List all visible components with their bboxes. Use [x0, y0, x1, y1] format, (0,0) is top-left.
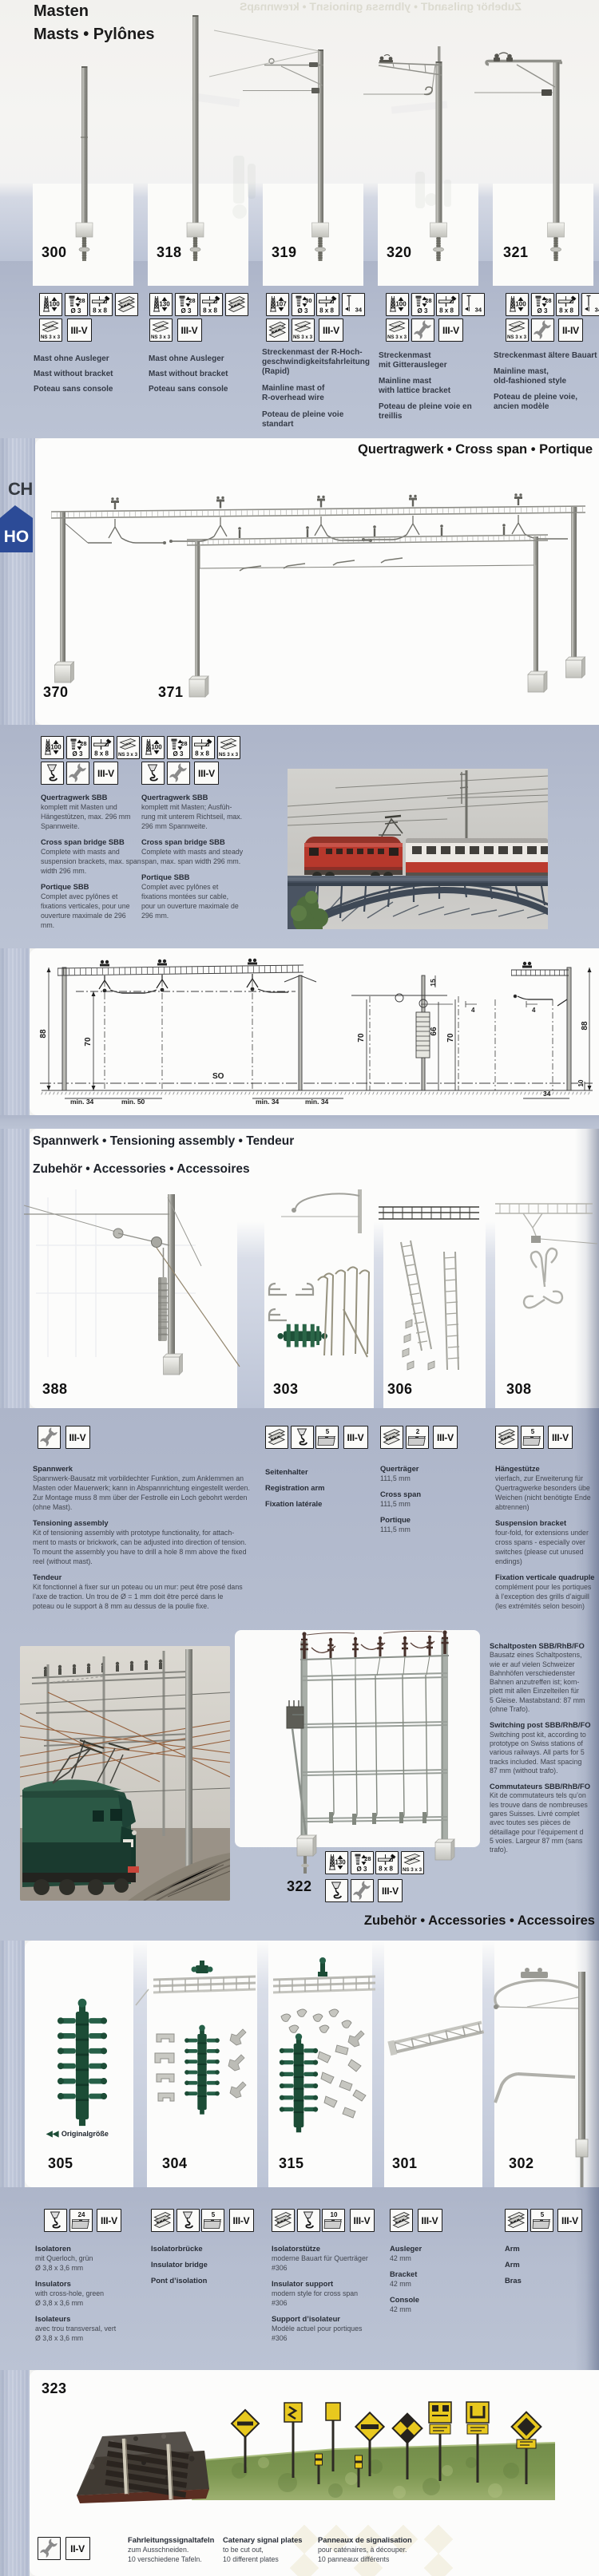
svg-text:8 x 8: 8 x 8 — [559, 307, 573, 315]
svg-text:15: 15 — [429, 979, 437, 987]
svg-text:Ø 3: Ø 3 — [417, 307, 427, 315]
svg-text:70: 70 — [446, 1033, 455, 1043]
svg-text:Ø 3: Ø 3 — [537, 307, 547, 315]
svg-text:min. 34: min. 34 — [305, 1098, 329, 1106]
svg-text:100: 100 — [515, 301, 526, 308]
svg-text:NS 3 x 3: NS 3 x 3 — [151, 334, 171, 340]
svg-text:70: 70 — [84, 1037, 93, 1047]
svg-text:2: 2 — [415, 1428, 419, 1435]
svg-text:min. 34: min. 34 — [256, 1098, 280, 1106]
svg-text:66: 66 — [430, 1027, 438, 1036]
svg-text:8 x 8: 8 x 8 — [195, 750, 209, 758]
svg-text:10: 10 — [577, 1079, 585, 1086]
svg-text:100: 100 — [151, 744, 162, 751]
svg-text:28: 28 — [78, 297, 85, 304]
svg-text:88: 88 — [581, 1021, 589, 1031]
svg-text:NS 3 x 3: NS 3 x 3 — [41, 334, 61, 340]
svg-text:34: 34 — [355, 307, 362, 314]
svg-text:34: 34 — [543, 1090, 551, 1098]
svg-text:8 x 8: 8 x 8 — [93, 307, 107, 315]
svg-text:NS 3 x 3: NS 3 x 3 — [292, 334, 312, 340]
svg-text:70: 70 — [357, 1033, 366, 1043]
svg-text:8 x 8: 8 x 8 — [379, 1866, 393, 1873]
svg-text:5: 5 — [326, 1428, 330, 1435]
svg-text:8 x 8: 8 x 8 — [319, 307, 334, 315]
svg-text:4: 4 — [471, 1007, 475, 1014]
svg-text:28: 28 — [545, 297, 551, 304]
svg-text:130: 130 — [335, 1859, 346, 1866]
svg-text:30: 30 — [305, 297, 311, 304]
svg-text:10: 10 — [331, 2211, 338, 2218]
svg-text:NS 3 x 3: NS 3 x 3 — [387, 334, 407, 340]
svg-text:NS 3 x 3: NS 3 x 3 — [402, 1867, 422, 1873]
svg-text:28: 28 — [425, 297, 431, 304]
svg-text:8 x 8: 8 x 8 — [94, 750, 109, 758]
svg-text:NS 3 x 3: NS 3 x 3 — [507, 334, 527, 340]
svg-text:min. 50: min. 50 — [121, 1098, 145, 1106]
svg-text:Ø 3: Ø 3 — [70, 307, 81, 315]
svg-text:NS 3 x 3: NS 3 x 3 — [117, 752, 137, 758]
svg-text:5: 5 — [540, 2211, 544, 2218]
svg-text:Ø 3: Ø 3 — [356, 1866, 367, 1873]
svg-text:min. 34: min. 34 — [70, 1098, 94, 1106]
svg-text:Ø 3: Ø 3 — [173, 750, 183, 758]
svg-text:4: 4 — [532, 1007, 536, 1014]
svg-text:8 x 8: 8 x 8 — [439, 307, 454, 315]
svg-text:100: 100 — [50, 744, 61, 751]
svg-text:28: 28 — [364, 1855, 371, 1862]
svg-text:88: 88 — [39, 1029, 48, 1039]
svg-text:28: 28 — [188, 297, 195, 304]
svg-text:34: 34 — [594, 307, 599, 314]
svg-text:34: 34 — [474, 307, 482, 314]
svg-text:NS 3 x 3: NS 3 x 3 — [218, 752, 238, 758]
svg-text:28: 28 — [180, 740, 187, 747]
svg-text:107: 107 — [276, 301, 287, 308]
svg-text:28: 28 — [80, 740, 86, 747]
svg-text:5: 5 — [530, 1428, 534, 1435]
svg-text:SO: SO — [212, 1072, 224, 1081]
svg-text:Ø 3: Ø 3 — [72, 750, 82, 758]
svg-text:8 x 8: 8 x 8 — [203, 307, 217, 315]
svg-text:100: 100 — [395, 301, 407, 308]
svg-text:100: 100 — [49, 301, 60, 308]
svg-text:24: 24 — [77, 2211, 85, 2218]
svg-text:5: 5 — [212, 2211, 216, 2218]
svg-text:Ø 3: Ø 3 — [180, 307, 191, 315]
svg-text:Ø 3: Ø 3 — [297, 307, 307, 315]
svg-text:130: 130 — [159, 301, 170, 308]
